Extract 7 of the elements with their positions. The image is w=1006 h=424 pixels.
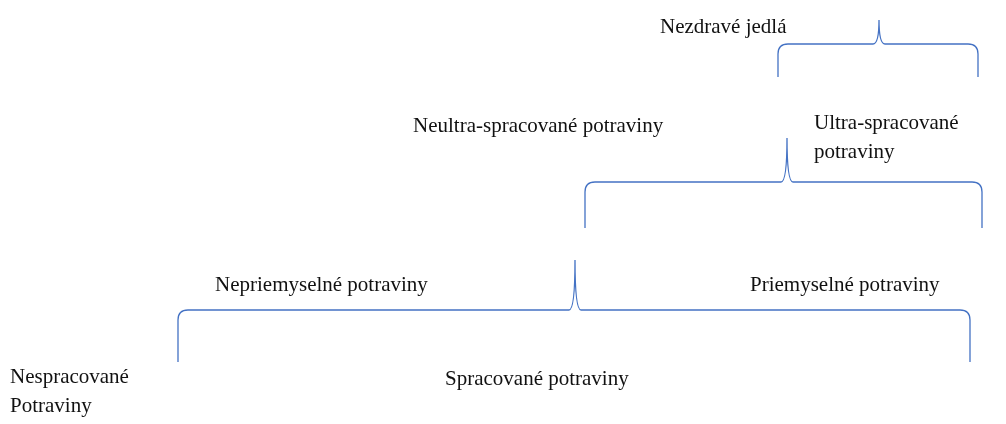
- category-label: Neultra-spracované potraviny: [413, 112, 664, 139]
- category-label: Spracované potraviny: [445, 365, 629, 392]
- category-label: Nespracované Potraviny: [10, 363, 130, 419]
- category-label: Ultra-spracované potraviny: [814, 109, 960, 165]
- category-label: Nepriemyselné potraviny: [215, 271, 428, 298]
- category-label: Nezdravé jedlá: [660, 13, 787, 40]
- category-label: Priemyselné potraviny: [750, 271, 940, 298]
